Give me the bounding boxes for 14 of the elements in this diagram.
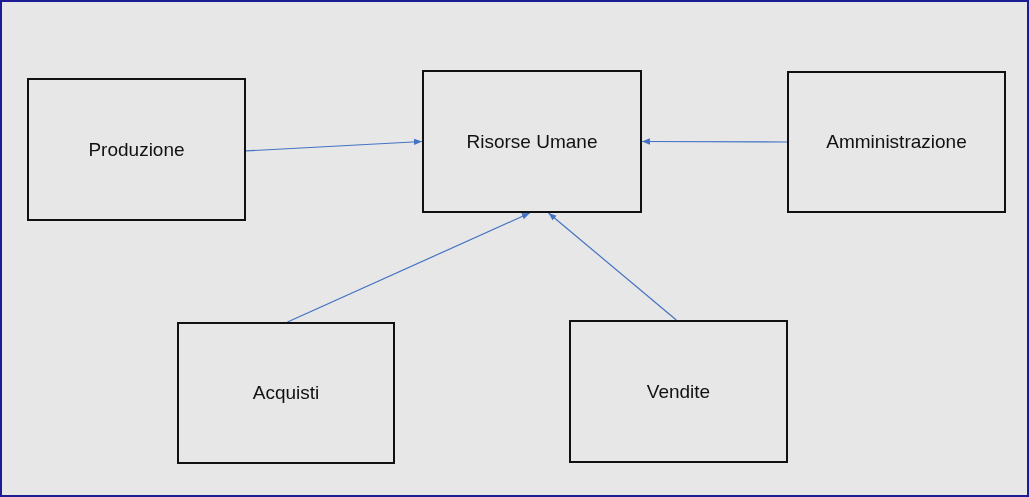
box-label: Risorse Umane: [466, 130, 598, 153]
box-label: Acquisti: [252, 382, 320, 404]
process-box: [787, 71, 1006, 213]
arrow: [547, 212, 677, 321]
process-box: [422, 70, 642, 213]
process-box: [569, 320, 788, 463]
process-box: [27, 78, 246, 221]
arrow: [286, 212, 531, 323]
box-label: Vendite: [646, 380, 711, 403]
arrow: [245, 138, 423, 152]
process-box: [177, 322, 395, 464]
box-label: Amministrazione: [826, 131, 967, 153]
arrow: [641, 138, 788, 145]
box-label: Produzione: [88, 138, 185, 161]
